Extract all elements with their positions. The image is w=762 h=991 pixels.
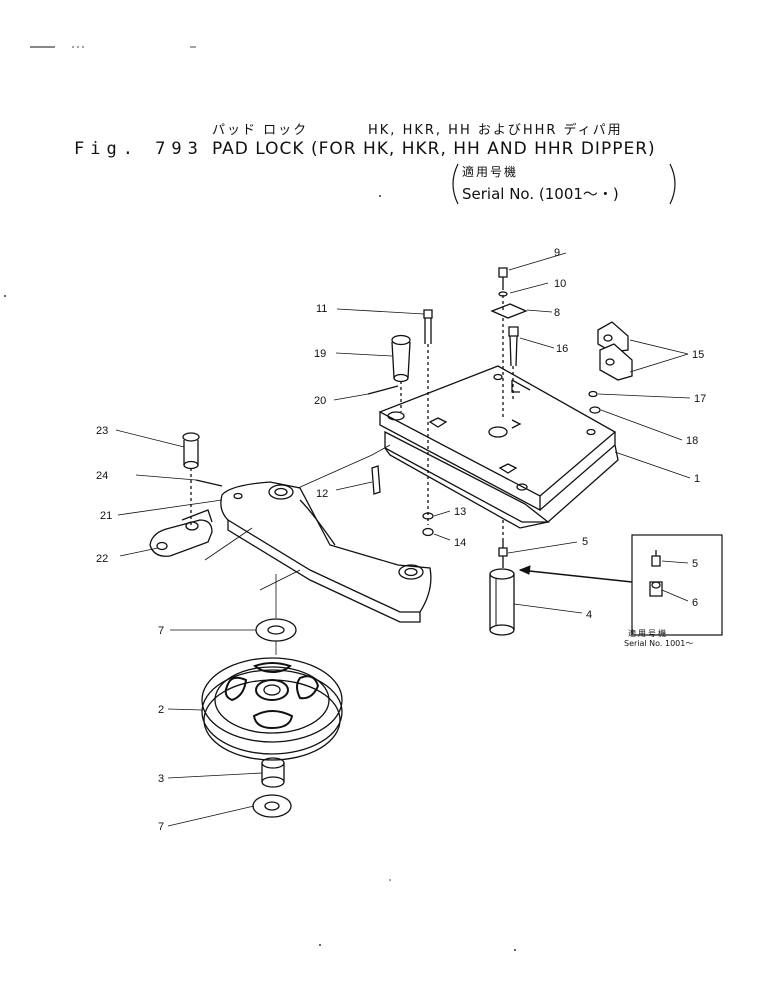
callout-11: 11 xyxy=(316,303,327,315)
callout-7-lower: 7 xyxy=(158,821,164,833)
inset-part-5 xyxy=(651,550,661,567)
callout-21: 21 xyxy=(100,510,112,522)
part-18-nut xyxy=(589,406,601,414)
callout-24: 24 xyxy=(96,470,108,482)
callout-23: 23 xyxy=(96,425,108,437)
arrowhead xyxy=(518,565,531,575)
part-4-bushing xyxy=(489,568,515,636)
inset-caption-serial: Serial No. 1001～ xyxy=(624,639,694,648)
applicable-label-jp: 適用号機 xyxy=(462,165,519,179)
part-22-clevis xyxy=(149,509,213,557)
japanese-title-right: HK, HKR, HH およびHHR ディパ用 xyxy=(368,123,623,138)
callout-2: 2 xyxy=(158,704,164,716)
callout-22: 22 xyxy=(96,553,108,565)
part-19-pin xyxy=(391,334,411,412)
part-24-cotter xyxy=(195,479,223,487)
page-title: PAD LOCK (FOR HK, HKR, HH AND HHR DIPPER… xyxy=(212,139,656,159)
inset-box xyxy=(631,534,723,636)
callout-4: 4 xyxy=(586,609,592,621)
part-12-spring-pin xyxy=(371,465,381,495)
part-7-washer-upper xyxy=(255,618,297,642)
part-5-grease-fitting xyxy=(498,540,508,568)
callout-9: 9 xyxy=(554,247,560,259)
figure-number: Fig. 793 xyxy=(74,139,204,159)
part-8-plate xyxy=(490,303,528,319)
part-15-brackets xyxy=(597,321,633,381)
callout-10: 10 xyxy=(554,278,566,290)
callout-17: 17 xyxy=(694,393,706,405)
part-13-nut xyxy=(422,512,434,520)
callout-1: 1 xyxy=(694,473,700,485)
callout-7-upper: 7 xyxy=(158,625,164,637)
part-1-lock-plate xyxy=(378,365,619,529)
part-2-pulley xyxy=(201,657,343,761)
callout-inset-5: 5 xyxy=(692,558,698,570)
callout-inset-6: 6 xyxy=(692,597,698,609)
inset-caption-jp: 適用号機 xyxy=(628,629,668,638)
callout-15: 15 xyxy=(692,349,704,361)
callout-20: 20 xyxy=(314,395,326,407)
part-23-pin xyxy=(182,432,200,525)
callout-8: 8 xyxy=(554,307,560,319)
callout-5: 5 xyxy=(582,536,588,548)
part-21-lever-arm xyxy=(220,481,432,623)
callout-19: 19 xyxy=(314,348,326,360)
part-17-washer xyxy=(588,390,598,398)
part-7-washer-lower xyxy=(252,794,292,818)
japanese-title-left: パッド ロック xyxy=(212,123,309,138)
part-16-bolt xyxy=(508,326,519,400)
part-9-bolt xyxy=(498,267,508,290)
callout-12: 12 xyxy=(316,488,328,500)
serial-number: Serial No. (1001～・) xyxy=(462,185,619,203)
callout-13: 13 xyxy=(454,506,466,518)
part-14-nut xyxy=(422,527,434,537)
callout-14: 14 xyxy=(454,537,466,549)
inset-part-6 xyxy=(649,581,663,597)
serial-brackets xyxy=(452,163,676,205)
callout-18: 18 xyxy=(686,435,698,447)
inset-arrow xyxy=(519,569,633,583)
part-3-bushing xyxy=(261,757,285,788)
part-20-cotter xyxy=(367,385,399,395)
callout-16: 16 xyxy=(556,343,568,355)
part-11-bolt xyxy=(423,309,433,525)
callout-3: 3 xyxy=(158,773,164,785)
